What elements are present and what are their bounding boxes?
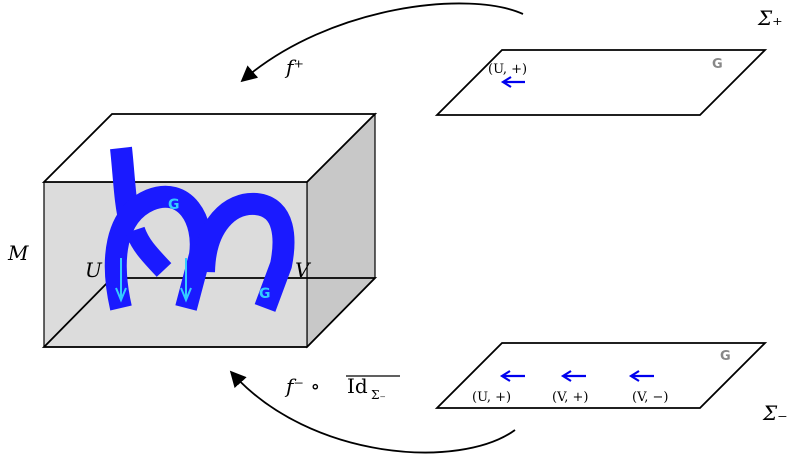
blue-arrow-top-head: [500, 76, 512, 88]
ribbon-branch: [125, 226, 172, 277]
bottom-pair-1: (U, +): [472, 390, 511, 405]
bottom-pair-3: (V, −): [632, 390, 668, 405]
map-arrow-top: [240, 2, 524, 83]
plane-top: [434, 49, 768, 116]
label-map-bottom: f⁻ ∘ Id Σ₋: [284, 374, 400, 402]
g-icon-ribbon-2: G: [259, 286, 271, 302]
plane-sigma-minus: (U, +) (V, +) (V, −) G: [434, 342, 768, 409]
plane-sigma-plus: (U, +) G: [434, 49, 768, 116]
label-sigma-plus: Σ₊: [757, 6, 783, 30]
label-map-bottom-sub: Σ₋: [371, 388, 386, 402]
cyan-arrow-mid-head: [180, 287, 192, 303]
plane-bottom: [434, 342, 768, 409]
label-map-bottom-id: Id: [347, 374, 368, 398]
box-middle-plane: [41, 277, 378, 348]
blue-arrow-b1-head: [499, 370, 511, 382]
top-plane-pair: (U, +): [488, 62, 527, 77]
g-icon-bottom: G: [720, 349, 731, 364]
g-icon-top: G: [712, 57, 723, 72]
blue-arrow-b3-head: [628, 370, 640, 382]
label-map-bottom-f: f⁻ ∘: [284, 374, 320, 398]
map-arrow-bottom: [229, 370, 516, 454]
blue-arrow-b2-head: [560, 370, 572, 382]
label-region-u: U: [85, 258, 103, 282]
label-sigma-minus: Σ₋: [762, 401, 788, 425]
ribbon-arch-right: [193, 192, 295, 312]
g-icon-ribbon-1: G: [168, 197, 180, 213]
label-region-v: V: [295, 258, 312, 282]
ribbons: G G: [104, 146, 295, 312]
label-manifold: M: [7, 241, 29, 265]
label-map-top: f⁺: [284, 55, 304, 79]
cyan-arrow-u-head: [115, 287, 127, 303]
ribbon-arch-left: [104, 185, 212, 311]
bottom-pair-2: (V, +): [552, 390, 588, 405]
